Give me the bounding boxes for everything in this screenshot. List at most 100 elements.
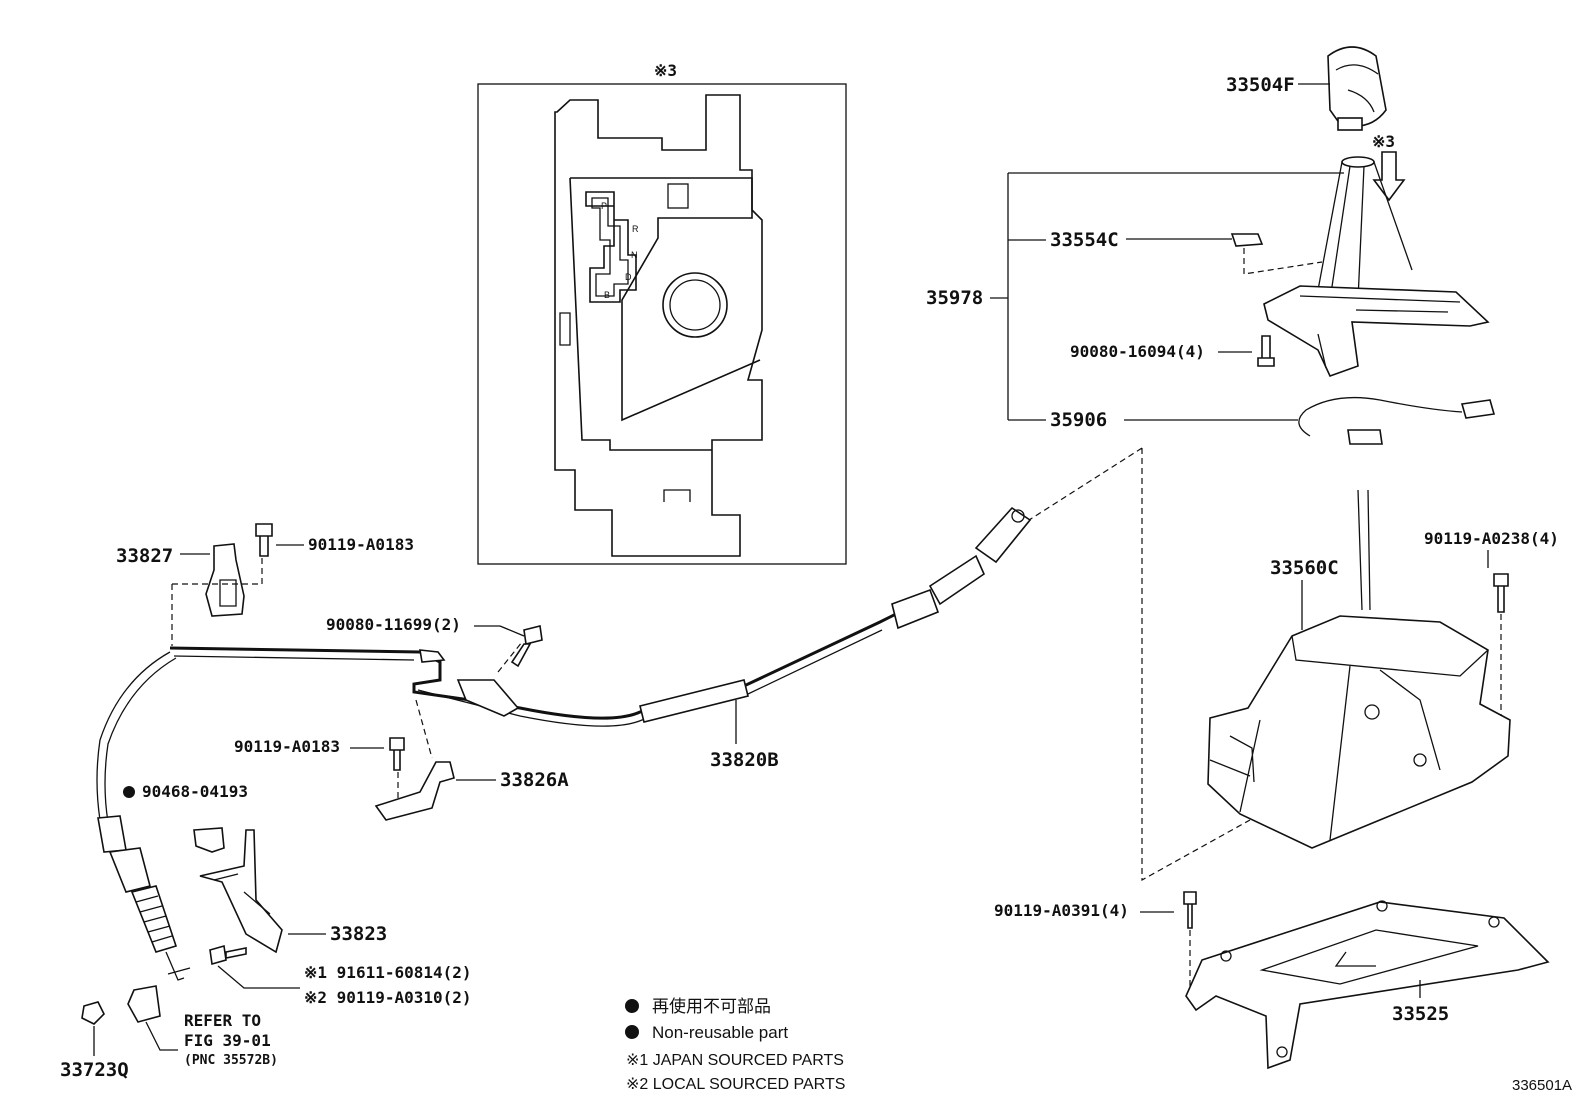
- label-plate-bolt-1: ※1 91611-60814(2): [304, 963, 472, 982]
- gate-letter-n: N: [631, 250, 638, 260]
- bellows-ribs: [135, 895, 173, 943]
- cable-main: [169, 610, 901, 720]
- refer-line-2: FIG 39-01: [184, 1031, 271, 1050]
- gate-plate-inner: [569, 177, 761, 451]
- cable-end-tip: [165, 951, 191, 981]
- clip-bolt: [255, 523, 273, 557]
- mid-bolt: [389, 737, 405, 771]
- plate-group: 90468-04193 33823 ※1 91611-60814(2) ※2 9…: [123, 782, 472, 1007]
- diagram-code: 336501A: [1512, 1077, 1572, 1094]
- legend-note-2: ※2 LOCAL SOURCED PARTS: [626, 1076, 845, 1093]
- cable-end-rod: [974, 506, 1032, 564]
- legend: 再使用不可部品 Non-reusable part ※1 JAPAN SOURC…: [625, 996, 845, 1093]
- label-clip-bolt: 90119-A0183: [308, 535, 414, 554]
- label-plate-bolt-2: ※2 90119-A0310(2): [304, 988, 472, 1007]
- leader-refer: [145, 1021, 178, 1051]
- label-bezel-screw: 90080-16094(4): [1070, 342, 1205, 361]
- cable-end-body: [108, 847, 151, 893]
- bracket-hole-4: [1276, 1046, 1288, 1058]
- harness-connector-b: [1460, 399, 1496, 419]
- retainer-group: 90119-A0183 33826A: [234, 699, 569, 821]
- plate-detail: [213, 873, 271, 915]
- cable-end-collar: [97, 815, 127, 853]
- gate-hole-outer: [662, 272, 728, 338]
- shift-lever-group: 33560C 90119-A0238(4): [1207, 489, 1559, 849]
- plate-bolt: [209, 944, 247, 966]
- inset-view: ※3 P R N D B: [477, 61, 847, 565]
- gate-window: [667, 183, 689, 209]
- label-clip: 33827: [116, 545, 173, 567]
- gate-letter-b: B: [604, 290, 610, 300]
- cable-fitting: [419, 649, 446, 663]
- shift-lever-housing: [1207, 615, 1511, 849]
- bracket-group: 90119-A0391(4) 33525: [994, 891, 1550, 1070]
- lever-pivot: [1364, 704, 1380, 720]
- bezel-screw: [1257, 335, 1275, 367]
- gate-slot-outer: [585, 191, 637, 303]
- cable-left-inner: [104, 657, 177, 823]
- gate-letter-r: R: [632, 224, 639, 234]
- refer-line-1: REFER TO: [184, 1011, 261, 1030]
- bracket-opening: [1259, 929, 1479, 985]
- label-bracket: 33525: [1392, 1003, 1449, 1025]
- gate-slot-inner: [591, 197, 629, 297]
- cable-end-boot: [928, 554, 986, 606]
- label-cable-bolt: 90080-11699(2): [326, 615, 461, 634]
- label-shift-lever: 33560C: [1270, 557, 1339, 579]
- shift-knob-detail: [1335, 64, 1379, 113]
- shift-lever-ribs: [1209, 635, 1489, 841]
- leader-plate-bolt: [217, 965, 300, 989]
- refer-part: [127, 985, 161, 1023]
- gate-letter-p: P: [601, 201, 607, 211]
- cable-main-inner: [173, 629, 883, 727]
- harness-connector-a: [1347, 429, 1383, 445]
- bezel-frame: [1263, 285, 1490, 377]
- legend-dot-icon-jp: [625, 999, 639, 1013]
- gate-plate-outline: [554, 94, 763, 557]
- legend-jp: 再使用不可部品: [652, 996, 771, 1016]
- bezel-detail: [1299, 295, 1461, 369]
- retainer: [374, 761, 455, 821]
- boot-folds: [1329, 165, 1365, 301]
- boot-sides: [1317, 161, 1413, 291]
- gate-notch: [663, 489, 691, 502]
- clip-group: 33827 90119-A0183: [116, 523, 414, 646]
- dash-boot-clip: [1243, 248, 1323, 275]
- label-lower-bolt: 90119-A0391(4): [994, 901, 1129, 920]
- knob-group: 33504F ※3: [1226, 46, 1406, 202]
- cable-bracket: [456, 679, 520, 717]
- cable-sleeve: [639, 679, 749, 723]
- lever-hole: [1413, 753, 1427, 767]
- nut: [193, 827, 225, 853]
- legend-dot-icon-en: [625, 1025, 639, 1039]
- lever-rod: [1357, 489, 1371, 611]
- shift-knob-base: [1337, 117, 1363, 131]
- cable-left-outer: [96, 651, 171, 821]
- harness-wire: [1298, 396, 1463, 437]
- legend-en: Non-reusable part: [652, 1023, 788, 1042]
- non-reusable-dot-icon: [123, 786, 135, 798]
- label-mid-bolt: 90119-A0183: [234, 737, 340, 756]
- lower-bolt: [1183, 891, 1197, 929]
- legend-note-1: ※1 JAPAN SOURCED PARTS: [626, 1052, 844, 1069]
- dash-cable-bolt: [497, 641, 523, 673]
- cable-group: 90080-11699(2) 33820B: [96, 506, 1032, 981]
- bracket-hole-3: [1220, 950, 1232, 962]
- label-plate: 33823: [330, 923, 387, 945]
- cable-bolt: [510, 625, 543, 668]
- label-end-cap: 33723Q: [60, 1059, 129, 1081]
- leader-cable-bolt-b: [499, 625, 525, 637]
- label-nut: 90468-04193: [142, 782, 248, 801]
- gate-hole-inner: [669, 279, 721, 331]
- refer-line-3: (PNC 35572B): [184, 1053, 278, 1068]
- lever-bolt: [1493, 573, 1509, 613]
- bracket-frame: [1185, 901, 1550, 1070]
- label-knob-note: ※3: [1372, 132, 1395, 151]
- cable-end-eye: [1011, 509, 1025, 523]
- label-lever-bolt: 90119-A0238(4): [1424, 529, 1559, 548]
- bezel-group: 35978 33554C 90080-16094(4) 35906: [926, 156, 1496, 445]
- label-cable: 33820B: [710, 749, 779, 771]
- dash-clip: [171, 556, 263, 646]
- bracket-hole-2: [1488, 916, 1500, 928]
